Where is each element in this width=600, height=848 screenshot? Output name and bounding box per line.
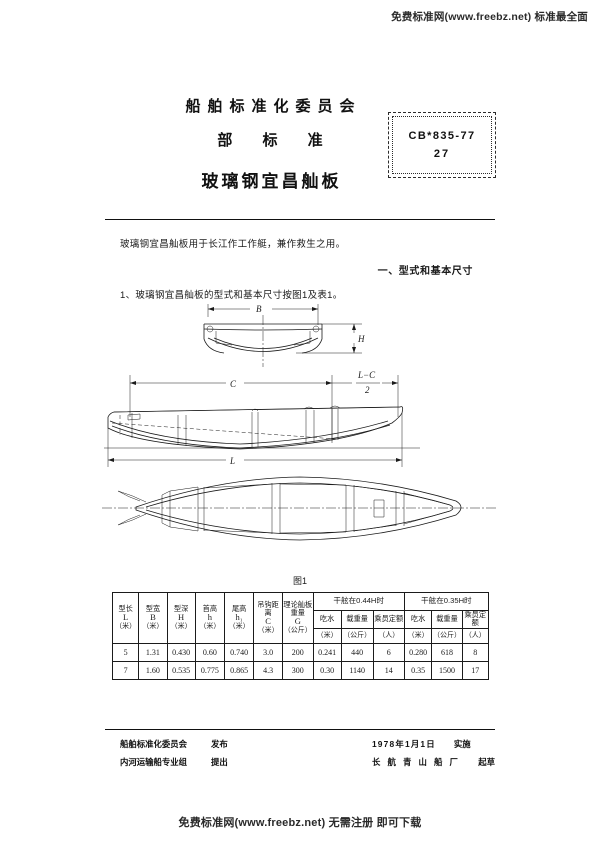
- cell: 17: [461, 660, 490, 680]
- cell: 0.60: [194, 642, 226, 662]
- th-depth: 型深 H （米）: [166, 592, 196, 644]
- cell: 440: [340, 642, 374, 662]
- cell: 200: [281, 642, 314, 662]
- th-hook-distance: 吊钩距离 C （米）: [253, 592, 283, 644]
- boat-drawing: B H: [102, 304, 496, 541]
- th-g2-draft: 吃水: [403, 610, 433, 629]
- footer-proposer-org: 内河运输船专业组: [120, 757, 187, 767]
- cell: 0.775: [194, 660, 226, 680]
- title-block: 船舶标准化委员会 部 标 准 玻璃钢宜昌舢板: [0, 95, 600, 192]
- cell: 8: [461, 642, 490, 662]
- th-g1-persons-unit: （人）: [372, 627, 405, 644]
- cell: 0.30: [312, 660, 342, 680]
- th-group-freeboard-044: 干舷在0.44H时: [312, 592, 405, 611]
- cell: 4.3: [253, 660, 283, 680]
- table-row: 7 1.60 0.535 0.775 0.865 4.3 300 0.30 11…: [111, 660, 490, 680]
- cell: 6: [372, 642, 405, 662]
- svg-text:C: C: [230, 379, 237, 389]
- figure-caption: 图1: [292, 576, 307, 586]
- footer-proposer-action: 提出: [211, 757, 228, 767]
- cell: 0.241: [312, 642, 342, 662]
- intro-paragraph: 玻璃钢宜昌舢板用于长江作工作艇，兼作救生之用。: [120, 239, 346, 250]
- footer-issuer-action: 发布: [211, 739, 228, 749]
- specifications-table: 型长 L （米） 型宽 B （米） 型深 H （米）: [111, 592, 490, 680]
- th-g2-persons-unit: （人）: [461, 627, 490, 644]
- clause-1: 1、玻璃钢宜昌舢板的型式和基本尺寸按图1及表1。: [120, 290, 343, 301]
- th-weight: 理论舢板重量 G （公斤）: [281, 592, 314, 644]
- bottom-watermark: 免费标准网(www.freebz.net) 无需注册 即可下载: [178, 817, 422, 829]
- standard-number-box: CB*835-77 27: [388, 112, 496, 178]
- cell: 7: [111, 660, 140, 680]
- top-watermark: 免费标准网(www.freebz.net) 标准最全面: [391, 11, 588, 23]
- th-g1-draft: 吃水: [312, 610, 342, 629]
- cell: 0.430: [166, 642, 196, 662]
- cross-section-view: B H: [203, 304, 365, 367]
- cell: 5: [111, 642, 140, 662]
- table-row: 5 1.31 0.430 0.60 0.740 3.0 200 0.241 44…: [111, 642, 490, 662]
- th-g1-load: 载重量: [340, 610, 374, 629]
- footer-drafter-action: 起草: [478, 757, 495, 767]
- standard-number: CB*835-77: [408, 130, 476, 142]
- side-profile-view: C L−C 2: [104, 370, 420, 467]
- cell: 0.280: [403, 642, 433, 662]
- th-length: 型长 L （米）: [111, 592, 140, 644]
- th-bow-height: 首高 h （米）: [194, 592, 226, 644]
- body-text: 玻璃钢宜昌舢板用于长江作工作艇，兼作救生之用。 一、型式和基本尺寸 1、玻璃钢宜…: [120, 236, 495, 301]
- figure-1: B H: [100, 295, 500, 590]
- fraction-numerator: L−C: [357, 370, 376, 380]
- footer-issuer-org: 船舶标准化委员会: [120, 739, 187, 749]
- cell: 1.60: [138, 660, 168, 680]
- cell: 1.31: [138, 642, 168, 662]
- svg-text:B: B: [256, 304, 262, 314]
- th-g2-load: 载重量: [431, 610, 463, 629]
- th-beam: 型宽 B （米）: [138, 592, 168, 644]
- th-g2-draft-unit: （米）: [403, 627, 433, 644]
- cell: 618: [431, 642, 463, 662]
- cell: 1140: [340, 660, 374, 680]
- footer-divider: [105, 729, 495, 730]
- cell: 14: [372, 660, 405, 680]
- th-g1-load-unit: （公斤）: [340, 627, 374, 644]
- th-g2-persons: 乘员定额: [461, 610, 490, 629]
- document-footer: 船舶标准化委员会 发布 内河运输船专业组 提出 1978年1月1日 实施 长 航…: [120, 738, 495, 768]
- th-g1-draft-unit: （米）: [312, 627, 342, 644]
- header-divider: [105, 219, 495, 220]
- th-g2-load-unit: （公斤）: [431, 627, 463, 644]
- issuing-organization: 船舶标准化委员会: [185, 98, 362, 115]
- plan-view: [102, 476, 496, 541]
- th-g1-persons: 乘员定额: [372, 610, 405, 629]
- footer-effective-action: 实施: [453, 739, 471, 749]
- cell: 1500: [431, 660, 463, 680]
- th-stern-height: 尾高 h₁ （米）: [223, 592, 255, 644]
- svg-text:L: L: [229, 456, 235, 466]
- page-title: 玻璃钢宜昌舢板: [201, 172, 342, 191]
- cell: 0.865: [223, 660, 255, 680]
- fraction-denominator: 2: [365, 385, 370, 395]
- cell: 0.535: [166, 660, 196, 680]
- cell: 300: [281, 660, 314, 680]
- th-group-freeboard-035: 干舷在0.35H时: [403, 592, 490, 611]
- cell: 0.740: [223, 642, 255, 662]
- footer-drafter-org: 长 航 青 山 船 厂: [371, 757, 461, 767]
- section-heading: 一、型式和基本尺寸: [377, 266, 473, 277]
- standard-type: 部 标 准: [217, 132, 336, 149]
- svg-text:H: H: [357, 334, 365, 344]
- cell: 0.35: [403, 660, 433, 680]
- cell: 3.0: [253, 642, 283, 662]
- footer-effective-date: 1978年1月1日: [371, 739, 436, 749]
- standard-page-number: 27: [433, 148, 451, 160]
